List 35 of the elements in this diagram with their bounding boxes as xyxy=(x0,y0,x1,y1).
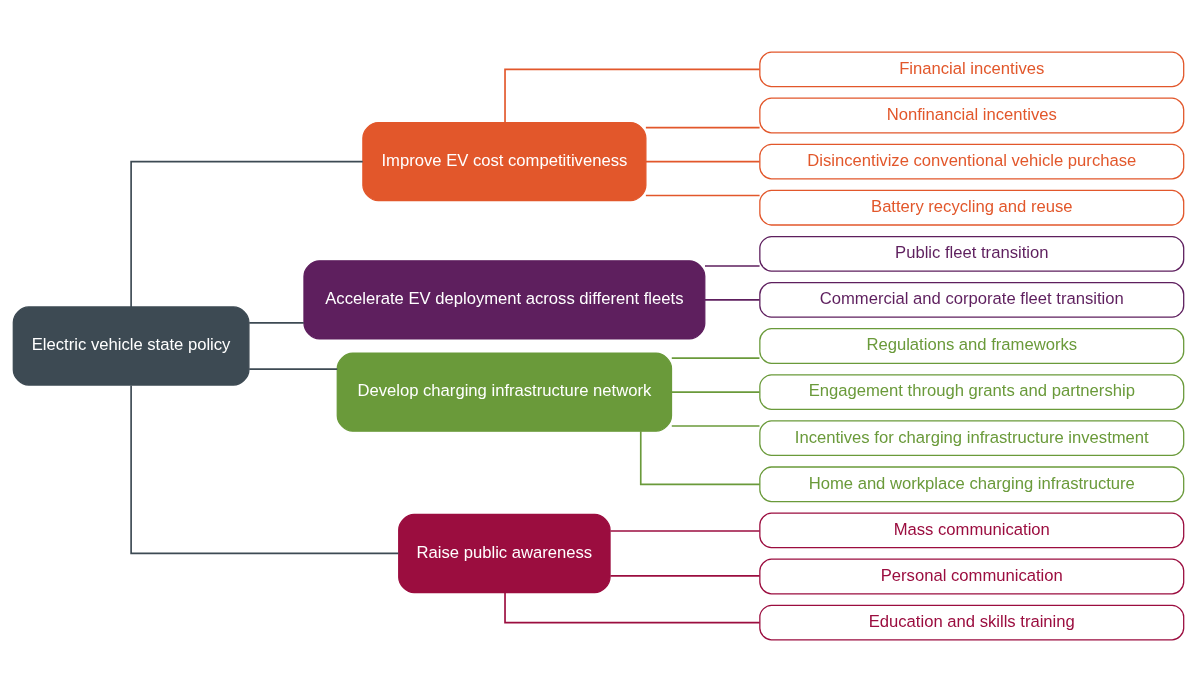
node-box: Disincentivize conventional vehicle purchase xyxy=(759,143,1185,180)
connector xyxy=(248,321,305,324)
connector xyxy=(609,529,761,532)
node-box: Home and workplace charging infrastructure xyxy=(759,465,1185,502)
connector xyxy=(704,298,761,301)
connector xyxy=(670,356,761,359)
connector xyxy=(504,591,761,623)
connector xyxy=(670,424,761,427)
connector xyxy=(645,126,761,128)
node-box: Personal communication xyxy=(759,558,1185,594)
connector xyxy=(639,429,761,485)
node-box: Nonfinancial incentives xyxy=(759,97,1185,133)
node-box: Improve EV cost competitiveness xyxy=(362,121,647,201)
node-box: Engagement through grants and partnership xyxy=(759,373,1185,410)
node-box: Develop charging infrastructure network xyxy=(336,351,673,432)
connector xyxy=(645,194,761,196)
node-box: Public fleet transition xyxy=(759,235,1185,272)
node-box: Battery recycling and reuse xyxy=(759,189,1185,226)
connector xyxy=(704,264,761,267)
node-box: Electric vehicle state policy xyxy=(12,305,250,386)
node-box: Incentives for charging infrastructure investment xyxy=(759,419,1185,456)
node-box: Raise public awareness xyxy=(398,513,611,593)
connector xyxy=(645,160,761,162)
node-box: Education and skills training xyxy=(759,604,1185,640)
connector xyxy=(130,160,364,308)
node-box: Accelerate EV deployment across different fleets xyxy=(303,259,706,340)
connector xyxy=(670,390,761,393)
node-box: Mass communication xyxy=(759,511,1185,548)
node-box: Regulations and frameworks xyxy=(759,327,1185,364)
node-box: Commercial and corporate fleet transition xyxy=(759,281,1185,318)
connector xyxy=(504,68,761,123)
connector xyxy=(248,367,339,370)
connector xyxy=(130,384,400,554)
connector xyxy=(609,574,761,577)
node-box: Financial incentives xyxy=(759,51,1185,87)
